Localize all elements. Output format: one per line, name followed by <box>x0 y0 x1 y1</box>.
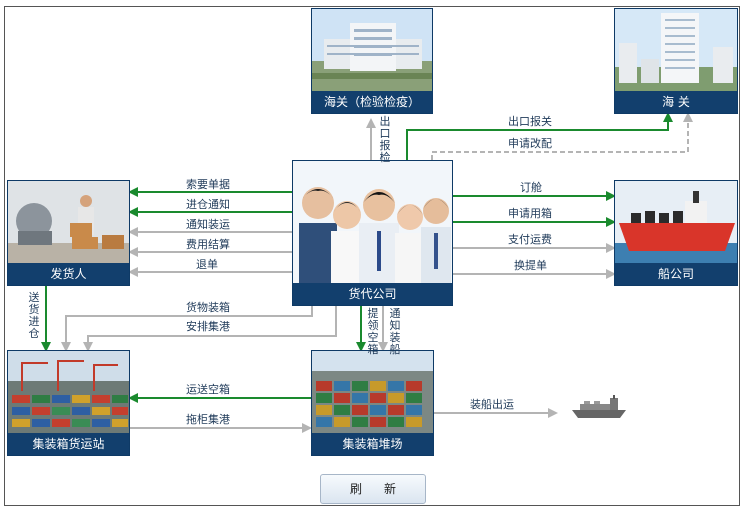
container-yard-icon <box>312 351 433 435</box>
office-tower-icon <box>615 9 737 93</box>
ship-icon <box>615 181 737 265</box>
label-return-docs: 退单 <box>196 258 218 271</box>
node-label-shipper: 发货人 <box>8 263 129 285</box>
warehouse-worker-icon <box>8 181 129 265</box>
label-warehouse-notice: 进仓通知 <box>186 198 230 211</box>
refresh-button[interactable]: 刷新 <box>320 474 426 504</box>
label-deliver-warehouse: 送货进仓 <box>28 291 40 340</box>
label-tow-port: 拖柜集港 <box>186 413 230 426</box>
node-label-shipping-company: 船公司 <box>615 263 737 285</box>
label-transport-empty: 运送空箱 <box>186 383 230 396</box>
arrow-cargo-packing <box>61 306 313 352</box>
label-arrange-port: 安排集港 <box>186 320 230 333</box>
node-label-forwarder: 货代公司 <box>293 283 452 305</box>
label-cargo-packing: 货物装箱 <box>186 301 230 314</box>
arrow-apply-modify <box>431 112 693 160</box>
node-label-container-yard: 集装箱堆场 <box>312 433 433 455</box>
node-label-customs: 海 关 <box>615 91 737 113</box>
label-export-declaration: 出口报关 <box>508 115 552 128</box>
arrow-arrange-port <box>83 306 337 352</box>
team-photo-icon <box>293 161 452 285</box>
diagram-frame <box>4 6 740 506</box>
container-port-icon <box>8 351 129 435</box>
label-pickup-container: 提领空箱 <box>367 307 379 356</box>
node-customs-inspection[interactable]: 海关（检验检疫） <box>311 8 433 114</box>
label-apply-modify: 申请改配 <box>508 137 552 150</box>
node-container-yard[interactable]: 集装箱堆场 <box>311 350 434 456</box>
node-shipping-company[interactable]: 船公司 <box>614 180 738 286</box>
cargo-ship-icon <box>572 395 626 418</box>
node-label-container-station: 集装箱货运站 <box>8 433 129 455</box>
node-label-customs-inspection: 海关（检验检疫） <box>312 91 432 113</box>
label-apply-container: 申请用箱 <box>508 207 552 220</box>
label-loading-notice: 通知装运 <box>186 218 230 231</box>
label-pay-freight: 支付运费 <box>508 233 552 246</box>
government-building-icon <box>312 9 432 93</box>
label-fee-settlement: 费用结算 <box>186 238 230 251</box>
label-export-inspection: 出口报检 <box>379 115 391 164</box>
node-shipper[interactable]: 发货人 <box>7 180 130 286</box>
label-notify-loading: 通知装船 <box>389 307 401 356</box>
label-ship-out: 装船出运 <box>470 398 514 411</box>
node-container-station[interactable]: 集装箱货运站 <box>7 350 130 456</box>
arrow-export-declaration <box>406 112 673 160</box>
label-booking: 订舱 <box>520 181 542 194</box>
label-request-documents: 索要单据 <box>186 178 230 191</box>
node-forwarder[interactable]: 货代公司 <box>292 160 453 306</box>
label-exchange-bl: 换提单 <box>514 259 547 272</box>
node-customs[interactable]: 海 关 <box>614 8 738 114</box>
